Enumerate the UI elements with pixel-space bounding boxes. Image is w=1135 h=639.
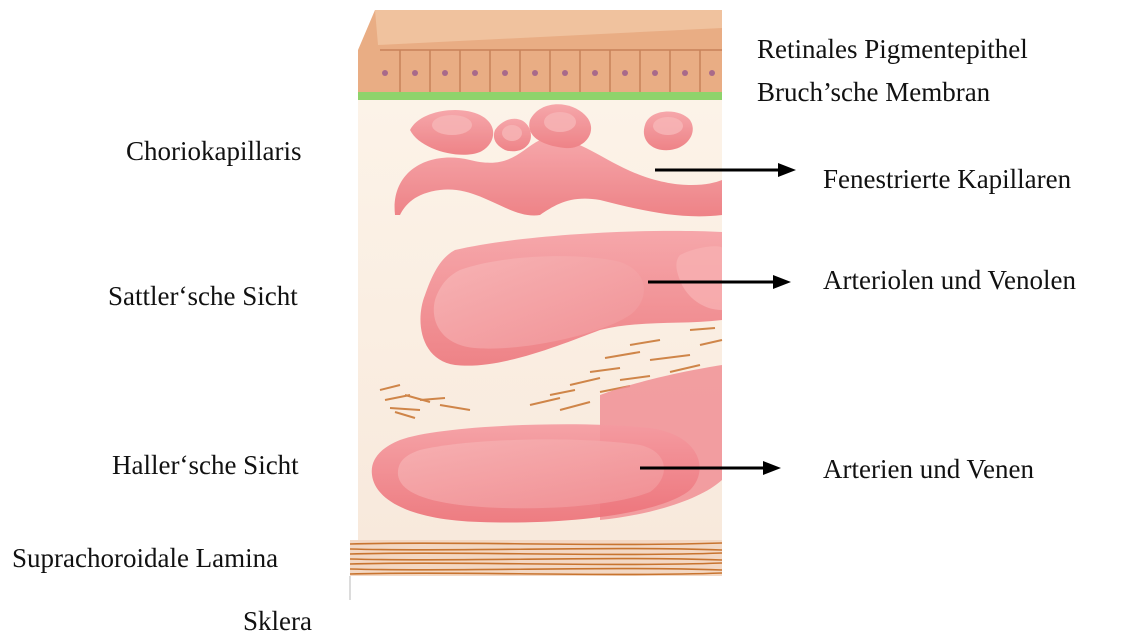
label-haller: Haller‘sche Sicht (112, 452, 299, 479)
suprachoroidal-lamina (350, 540, 722, 576)
label-sattler: Sattler‘sche Sicht (108, 283, 298, 310)
label-bruch: Bruch’sche Membran (757, 79, 990, 106)
label-choriokapillaris: Choriokapillaris (126, 138, 301, 165)
bruch-membrane (358, 92, 722, 100)
label-rpe: Retinales Pigmentepithel (757, 36, 1028, 63)
label-suprachoroidal: Suprachoroidale Lamina (12, 545, 278, 572)
rpe-layer (358, 10, 722, 92)
label-arteriolen: Arteriolen und Venolen (823, 267, 1076, 294)
label-fenestrated: Fenestrierte Kapillaren (823, 166, 1071, 193)
label-sklera: Sklera (243, 608, 312, 635)
label-arterien: Arterien und Venen (823, 456, 1034, 483)
